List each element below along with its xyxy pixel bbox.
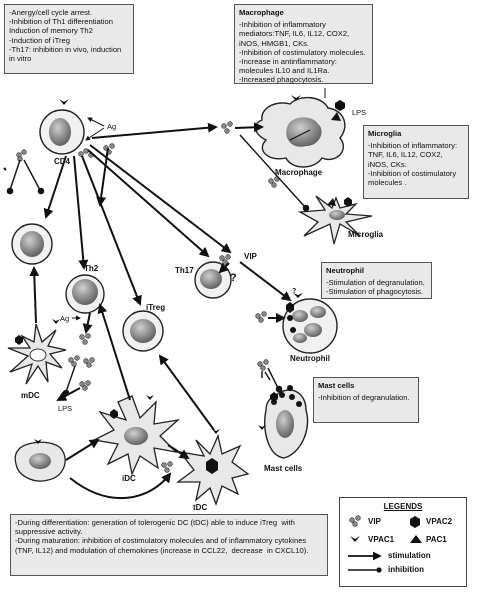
macrophage-label: Macrophage (275, 168, 323, 177)
microglia-effect-line: -Inhibition of costimulatory molecules . (368, 168, 459, 188)
th17-question-mark: ? (230, 272, 237, 284)
legend-pac1-icon (410, 535, 422, 543)
dc-effect-line: -During maturation: inhibition of costim… (15, 536, 309, 555)
legend-box: LEGENDS VIP VPAC2 VPAC1 PAC1 stimulation… (339, 497, 467, 587)
neutrophil-effect-line: -Stimulation of phagocytosis. (326, 287, 424, 297)
neutrophil-label: Neutrophil (290, 354, 330, 363)
dc-effect-line: -During differentiation: generation of t… (15, 518, 297, 537)
ag-label-top: Ag (107, 122, 117, 131)
microglia-effect-line: -Inhibition of inflammatory: TNF, IL6, I… (368, 141, 460, 169)
microglia-box-title: Microglia (368, 129, 402, 138)
neutrophil-effects-box: Neutrophil -Stimulation of degranulation… (321, 262, 432, 299)
ag-arrows (72, 88, 326, 321)
legend-vpac2-label: VPAC2 (426, 517, 453, 526)
cd4-effect-line: -Anergy/cell cycle arrest. (9, 8, 93, 17)
mast-cells-label: Mast cells (264, 464, 303, 473)
macrophage-effect-line: -Increased phagocytosis. (239, 75, 324, 85)
vip-dots (16, 121, 280, 473)
cd4-effect-line: -Th17: inhibition in vivo, induction in … (9, 44, 124, 64)
cd4-label: CD4 (54, 157, 71, 166)
th1-cell (11, 223, 53, 265)
tdc-cell (176, 429, 250, 506)
cd4-effect-line: -Induction of iTreg (9, 35, 70, 45)
legend-vip-label: VIP (368, 517, 381, 526)
inhibition-lines (6, 134, 310, 397)
tdc-label: tDC (193, 503, 208, 512)
neutrophil-cell (282, 293, 338, 354)
mast-effects-box: Mast cells -Inhibition of degranulation. (313, 377, 419, 423)
th17-label: Th17 (175, 266, 194, 275)
stimulation-arrows (3, 122, 292, 500)
legend-vip-icon (349, 515, 361, 527)
th2-label: Th2 (84, 264, 99, 273)
cd4-effect-line: Induction of memory Th2 (9, 26, 93, 36)
neutrophil-question-mark: ? (292, 288, 297, 295)
microglia-cell (297, 195, 373, 245)
mdc-label: mDC (21, 391, 40, 400)
itreg-label: iTreg (146, 303, 166, 312)
cd4-effects-box: -Anergy/cell cycle arrest. -Inhibition o… (4, 4, 134, 74)
macrophage-cell (255, 95, 346, 168)
ag-label-th2: Ag (60, 314, 70, 323)
neutrophil-box-title: Neutrophil (326, 266, 364, 275)
precursor-cell (14, 439, 66, 482)
legend-stimulation-label: stimulation (388, 551, 431, 560)
legend-inhibition-label: inhibition (388, 565, 424, 574)
cd4-cell (39, 99, 85, 155)
legend-pac1-label: PAC1 (426, 535, 447, 544)
th2-cell (65, 274, 105, 314)
cd4-effect-line: -Inhibition of Th1 differentiation (9, 17, 113, 27)
legend-vpac1-icon (350, 536, 360, 542)
neutrophil-effect-line: -Stimulation of degranulation. (326, 278, 425, 288)
idc-label: iDC (122, 474, 136, 483)
macrophage-effects-box: Macrophage -Inhibition of inflammatory m… (234, 4, 373, 84)
legend-title: LEGENDS (383, 502, 423, 511)
dc-effects-box: -During differentiation: generation of t… (10, 514, 328, 576)
vip-label: VIP (244, 252, 257, 261)
legend-vpac1-label: VPAC1 (368, 535, 395, 544)
mast-box-title: Mast cells (318, 381, 355, 390)
microglia-label: Microglia (348, 230, 384, 239)
mast-cell (258, 385, 309, 459)
macrophage-effect-line: -Inhibition of costimulatory molecules. (239, 47, 366, 57)
legend-vpac2-icon (410, 516, 420, 528)
itreg-cell (122, 310, 164, 352)
macrophage-box-title: Macrophage (239, 8, 284, 17)
mast-effect-line: -Inhibition of degranulation. (318, 393, 410, 403)
lps-label-macrophage: LPS (352, 108, 367, 117)
macrophage-effect-line: -Increase in antinflammatory: molecules … (239, 57, 340, 76)
mdc-cell (7, 319, 67, 385)
microglia-effects-box: Microglia -Inhibition of inflammatory: T… (363, 125, 469, 199)
legend-symbols (348, 515, 422, 573)
macrophage-effect-line: -Inhibition of inflammatory mediators:TN… (239, 20, 352, 48)
lps-label-dc: LPS (58, 404, 73, 413)
idc-cell (91, 395, 181, 477)
